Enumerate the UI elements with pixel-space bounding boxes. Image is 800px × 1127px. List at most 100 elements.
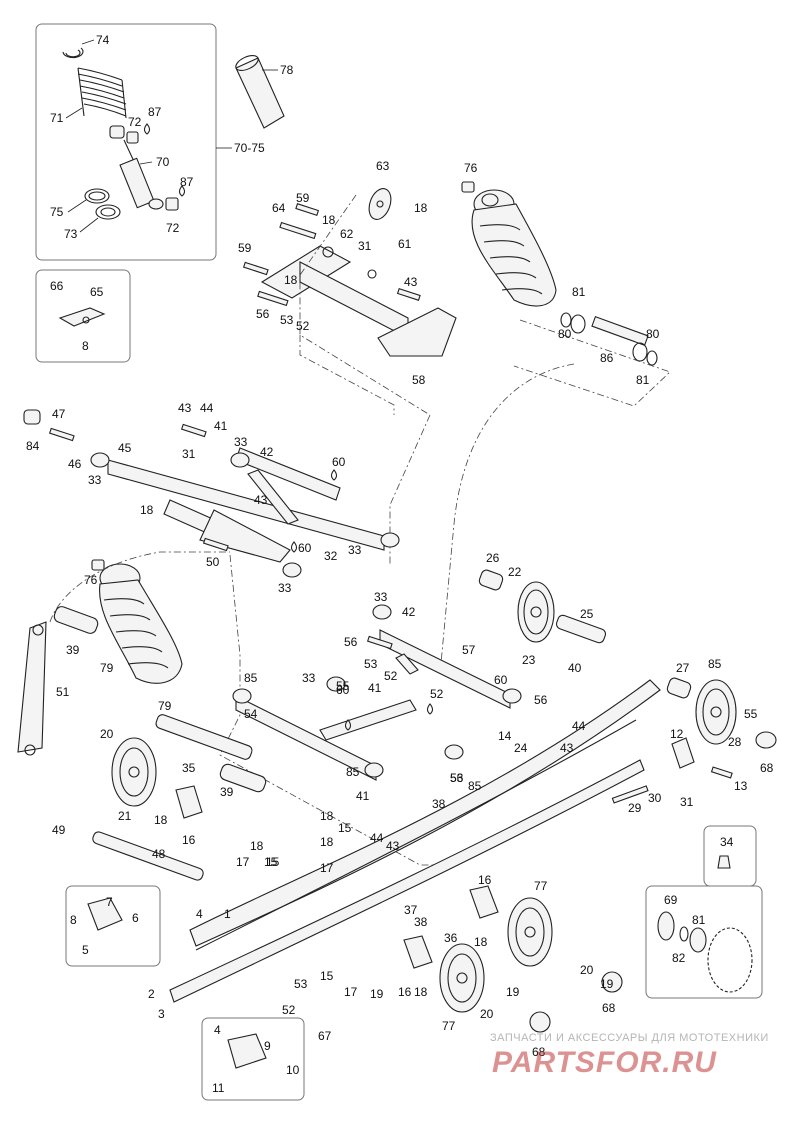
callout-28: 28 [728, 735, 742, 749]
cap-68c [529, 1011, 551, 1033]
bearing-69 [657, 911, 753, 993]
callout-85: 85 [346, 765, 360, 779]
callout-74: 74 [96, 33, 110, 47]
callout-33: 33 [278, 581, 292, 595]
callout-36: 36 [444, 931, 458, 945]
inset-box-mount-plate [65, 885, 161, 967]
callout-87: 87 [148, 105, 162, 119]
bracket-16a [175, 785, 203, 819]
callout-69: 69 [664, 893, 678, 907]
callout-13: 13 [734, 779, 748, 793]
link-rod-51 [17, 621, 47, 756]
callout-4: 4 [214, 1023, 221, 1037]
callout-54: 54 [244, 707, 258, 721]
grease-drop-60b [290, 541, 298, 553]
watermark-logo: PARTSFOR.RU [492, 1046, 717, 1079]
callout-17: 17 [320, 861, 334, 875]
retaining-clip [62, 47, 84, 59]
callout-71: 71 [50, 111, 64, 125]
tube-39b [219, 763, 267, 793]
callout-85: 85 [708, 657, 722, 671]
callout-53: 53 [294, 977, 308, 991]
bracket-12 [671, 737, 695, 769]
washer-81-left [570, 314, 586, 334]
bracket-16b [469, 885, 499, 919]
callout-42: 42 [402, 605, 416, 619]
callout-87: 87 [180, 175, 194, 189]
callout-34: 34 [720, 835, 734, 849]
callout-63: 63 [376, 159, 390, 173]
grease-drop-60d [344, 719, 352, 731]
washer-80-right [646, 350, 658, 366]
callout-25: 25 [580, 607, 594, 621]
callout-44: 44 [572, 719, 586, 733]
callout-31: 31 [182, 447, 196, 461]
callout-81: 81 [572, 285, 586, 299]
bracket-plate-9 [227, 1033, 267, 1069]
callout-41: 41 [356, 789, 370, 803]
grease-drop-lower [178, 185, 186, 197]
callout-16: 16 [478, 873, 492, 887]
spacer-24 [666, 677, 692, 699]
upper-mount-arm [260, 245, 457, 357]
callout-16: 16 [182, 833, 196, 847]
callout-21: 21 [118, 809, 132, 823]
idler-wheel-77a [507, 897, 553, 967]
bracket-plate [58, 307, 106, 327]
idler-wheel-21 [111, 737, 157, 807]
callout-60: 60 [494, 673, 508, 687]
callout-15: 15 [320, 969, 334, 983]
callout-47: 47 [52, 407, 66, 421]
bushing-33e [372, 604, 392, 620]
guide-line-shock [439, 319, 671, 675]
callout-60: 60 [332, 455, 346, 469]
callout-55: 55 [336, 679, 350, 693]
nut-ring [95, 204, 121, 220]
bolt-56a [257, 290, 289, 307]
cap-68b [601, 971, 623, 993]
group-label-70-75: 70-75 [234, 141, 265, 155]
callout-43: 43 [254, 493, 268, 507]
callout-52: 52 [384, 669, 398, 683]
callout-56: 56 [534, 693, 548, 707]
watermark-caption: ЗАПЧАСТИ И АКСЕССУАРЫ ДЛЯ МОТОТЕХНИКИ [490, 1032, 769, 1044]
axle-25 [555, 614, 607, 644]
bolt-64 [279, 221, 317, 240]
shaft-86 [591, 316, 649, 346]
bushing-33a [90, 452, 110, 468]
callout-18: 18 [474, 935, 488, 949]
callout-68: 68 [760, 761, 774, 775]
callout-67: 67 [318, 1029, 332, 1043]
callout-79: 79 [158, 699, 172, 713]
callout-4: 4 [196, 907, 203, 921]
grease-drop-upper [143, 123, 151, 135]
callout-39: 39 [220, 785, 234, 799]
callout-30: 30 [648, 791, 662, 805]
callout-80: 80 [558, 327, 572, 341]
callout-42: 42 [260, 445, 274, 459]
bolt-50 [202, 537, 229, 552]
callout-66: 66 [50, 279, 64, 293]
callout-44: 44 [370, 831, 384, 845]
callout-62: 62 [340, 227, 354, 241]
callout-72: 72 [166, 221, 180, 235]
inset-box-shock-kit [35, 23, 217, 261]
callout-17: 17 [236, 855, 250, 869]
bushing-33d [282, 562, 302, 578]
callout-58: 58 [412, 373, 426, 387]
callout-79: 79 [100, 661, 114, 675]
callout-57: 57 [462, 643, 476, 657]
callout-81: 81 [692, 913, 706, 927]
bracket-16c [403, 935, 433, 969]
callout-8: 8 [70, 913, 77, 927]
callout-44: 44 [200, 401, 214, 415]
callout-53: 53 [364, 657, 378, 671]
callout-16: 16 [398, 985, 412, 999]
callout-77: 77 [534, 879, 548, 893]
callout-6: 6 [132, 911, 139, 925]
callout-33: 33 [348, 543, 362, 557]
callout-70: 70 [156, 155, 170, 169]
callout-77: 77 [442, 1019, 456, 1033]
callout-53: 53 [280, 313, 294, 327]
